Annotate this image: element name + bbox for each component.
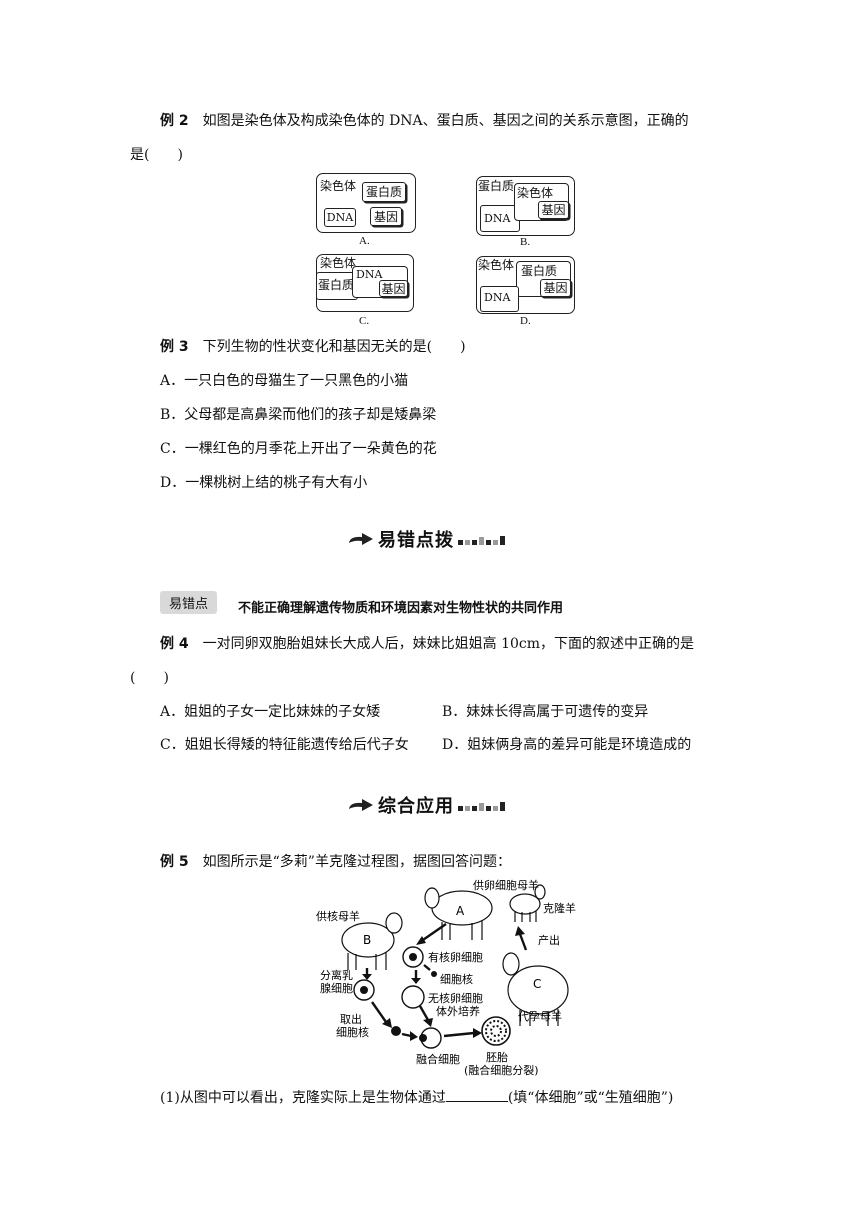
example-3-label: 例 3 (160, 339, 189, 355)
sheep-c-icon (502, 952, 569, 1026)
nucleated-egg-label: 有核卵细胞 (428, 950, 483, 964)
example-4-option-b: B．妹妹长得高属于可遗传的变异 (442, 704, 649, 720)
diagram-a-dna: DNA (324, 208, 356, 227)
sheep-a-icon (424, 887, 493, 940)
example-2-question: 如图是染色体及构成染色体的 DNA、蛋白质、基因之间的关系示意图，正确的 (202, 113, 689, 129)
question-1-text: (1)从图中可以看出，克隆实际上是生物体通过 (160, 1090, 446, 1106)
enucleated-egg-label: 无核卵细胞 (428, 991, 483, 1005)
example-5-question-1: (1)从图中可以看出，克隆实际上是生物体通过 (填“体细胞”或“生殖细胞”) (160, 1087, 673, 1108)
take-out-label-1: 取出 (340, 1012, 362, 1026)
clone-sheep-icon (509, 884, 546, 922)
diagram-b-caption: B. (520, 236, 531, 248)
sheep-c-label: C (533, 977, 541, 991)
diagram-a-gene: 基因 (370, 207, 402, 226)
example-3-question: 下列生物的性状变化和基因无关的是( ) (202, 339, 466, 355)
egg-donor-label: 供卵细胞母羊 (473, 878, 539, 892)
example-2-label: 例 2 (160, 113, 189, 129)
process-arrows (362, 923, 528, 1041)
diagram-b-dna: DNA (484, 212, 511, 225)
banner-dots-icon (458, 799, 505, 811)
question-1-hint: (填“体细胞”或“生殖细胞”) (507, 1090, 674, 1106)
clone-sheep-label: 克隆羊 (543, 901, 576, 915)
example-3-option-b: B．父母都是高鼻梁而他们的孩子却是矮鼻梁 (160, 407, 437, 423)
dolly-cloning-figure: 供卵细胞母羊 A 克隆羊 供核母羊 B 产出 有核卵细胞 分离乳 腺细胞 细胞核… (316, 878, 576, 1077)
example-5-label: 例 5 (160, 854, 189, 870)
answer-blank[interactable] (445, 1087, 508, 1102)
section-banner-application-title: 综合应用 (378, 796, 454, 817)
diagram-c-protein: 蛋白质 (318, 278, 355, 292)
diagram-b-protein: 蛋白质 (478, 179, 515, 193)
mammary-label-1: 分离乳 (320, 968, 353, 982)
diagram-a-chromosome: 染色体 (320, 179, 357, 193)
taken-nucleus-icon (391, 1026, 401, 1036)
example-5-line: 例 5 如图所示是“多莉”羊克隆过程图，据图回答问题： (160, 852, 511, 872)
mammary-cell-icon (353, 979, 375, 1001)
example-2-line-2: 是( ) (130, 145, 183, 165)
example-3-option-a: A．一只白色的母猫生了一只黑色的小猫 (160, 373, 409, 389)
embryo-icon (481, 1016, 511, 1046)
diagram-b-gene: 基因 (538, 201, 569, 219)
diagram-d-gene: 基因 (540, 279, 571, 297)
example-4-option-d: D．姐妹俩身高的差异可能是环境造成的 (442, 737, 692, 753)
embryo-note-label: (融合细胞分裂) (464, 1063, 539, 1077)
example-2-line-1: 例 2 如图是染色体及构成染色体的 DNA、蛋白质、基因之间的关系示意图，正确的 (160, 111, 689, 131)
nucleated-egg-icon (402, 946, 424, 968)
sheep-a-label: A (456, 904, 465, 918)
diagram-d-chromosome: 染色体 (478, 258, 515, 272)
diagram-c-gene: 基因 (379, 280, 408, 297)
produce-label: 产出 (538, 933, 560, 947)
example-2-question-end: 是( ) (130, 147, 183, 163)
diagram-c-caption: C. (359, 315, 370, 327)
embryo-label: 胚胎 (486, 1050, 508, 1064)
example-4-option-c: C．姐姐长得矮的特征能遗传给后代子女 (160, 737, 409, 753)
small-nucleus-icon (431, 971, 437, 977)
section-banner-mistakes: 易错点拨 (348, 526, 505, 552)
cell-nucleus-label: 细胞核 (440, 972, 473, 986)
example-3-option-c: C．一棵红色的月季花上开出了一朵黄色的花 (160, 441, 437, 457)
arrow-right-icon (349, 799, 373, 811)
mistake-point-tag: 易错点 (160, 591, 218, 614)
sheep-b-icon (341, 912, 403, 970)
example-3-option-d: D．一棵桃树上结的桃子有大有小 (160, 475, 368, 491)
diagram-a-protein: 蛋白质 (362, 182, 406, 202)
arrow-right-icon (349, 533, 373, 545)
sheep-b-label: B (363, 933, 371, 947)
nucleus-donor-label: 供核母羊 (316, 909, 360, 923)
surrogate-label: 代孕母羊 (518, 1009, 562, 1023)
example-4-question-end: ( ) (130, 670, 169, 686)
example-3-line: 例 3 下列生物的性状变化和基因无关的是( ) (160, 337, 466, 357)
example-5-question: 如图所示是“多莉”羊克隆过程图，据图回答问题： (202, 854, 511, 870)
diagram-d-caption: D. (520, 315, 531, 327)
example-4-line-1: 例 4 一对同卵双胞胎姐妹长大成人后，妹妹比姐姐高 10cm，下面的叙述中正确的是 (160, 634, 694, 654)
diagram-a-caption: A. (359, 235, 370, 247)
mammary-label-2: 腺细胞 (320, 981, 353, 995)
in-vitro-culture-label: 体外培养 (436, 1004, 480, 1018)
banner-dots-icon (458, 533, 505, 545)
example-4-option-a: A．姐姐的子女一定比妹妹的子女矮 (160, 704, 381, 720)
mistake-point-description: 不能正确理解遗传物质和环境因素对生物性状的共同作用 (238, 601, 564, 616)
example-4-label: 例 4 (160, 636, 189, 652)
take-out-label-2: 细胞核 (336, 1025, 369, 1039)
enucleated-egg-icon (401, 985, 425, 1009)
diagram-d-dna: DNA (484, 291, 511, 304)
diagram-c-chromosome: 染色体 (320, 256, 357, 270)
fused-cell-label: 融合细胞 (416, 1052, 460, 1066)
section-banner-mistakes-title: 易错点拨 (378, 530, 454, 551)
example-4-question: 一对同卵双胞胎姐妹长大成人后，妹妹比姐姐高 10cm，下面的叙述中正确的是 (202, 636, 695, 652)
section-banner-application: 综合应用 (348, 792, 505, 818)
fused-cell-icon (419, 1027, 442, 1049)
